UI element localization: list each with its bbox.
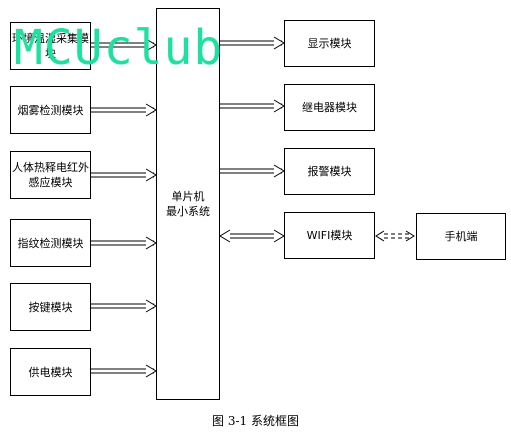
fingerprint-module: 指纹检测模块 — [10, 219, 91, 267]
arrow-mcu-to-display — [220, 36, 285, 50]
mcu-label-line2: 最小系统 — [166, 205, 210, 218]
pir-module-label-line1: 人体热释电红外 — [12, 161, 89, 174]
relay-module-label: 继电器模块 — [302, 101, 357, 114]
pir-sensor-module: 人体热释电红外 感应模块 — [10, 151, 91, 199]
keypad-module-label: 按键模块 — [28, 300, 73, 314]
wifi-module-label: WIFI模块 — [306, 229, 353, 242]
keypad-module: 按键模块 — [10, 283, 91, 331]
relay-module: 继电器模块 — [284, 84, 375, 131]
power-module-label: 供电模块 — [28, 365, 73, 379]
display-module: 显示模块 — [284, 20, 375, 67]
power-supply-module: 供电模块 — [10, 348, 91, 396]
arrow-power-to-mcu — [91, 364, 157, 378]
arrow-pir-to-mcu — [91, 168, 157, 182]
arrow-mcu-to-relay — [220, 99, 285, 113]
smoke-module-label: 烟雾检测模块 — [17, 103, 84, 117]
alarm-module: 报警模块 — [284, 148, 375, 195]
mobile-phone-terminal: 手机端 — [416, 213, 506, 260]
arrow-keys-to-mcu — [91, 299, 157, 313]
arrow-fingerprint-to-mcu — [91, 236, 157, 250]
env-module-label-line2: 块 — [45, 47, 56, 60]
figure-caption: 图 3-1 系统框图 — [212, 414, 299, 428]
arrow-env-to-mcu — [91, 38, 157, 52]
mcu-label-line1: 单片机 — [171, 190, 205, 203]
env-module-label-line1: 环境温湿采集模 — [12, 32, 89, 45]
env-temp-humidity-module: 环境温湿采集模 块 — [10, 22, 91, 70]
mcu-minimum-system: 单片机 最小系统 — [156, 8, 220, 400]
display-module-label: 显示模块 — [307, 37, 352, 50]
fingerprint-module-label: 指纹检测模块 — [17, 236, 84, 250]
wifi-module: WIFI模块 — [284, 212, 375, 259]
pir-module-label-line2: 感应模块 — [28, 176, 73, 189]
arrow-wifi-phone-dashed — [375, 230, 415, 242]
arrow-mcu-wifi-bidirectional — [219, 229, 285, 243]
arrow-smoke-to-mcu — [91, 103, 157, 117]
arrow-mcu-to-alarm — [220, 164, 285, 178]
phone-label: 手机端 — [444, 230, 478, 243]
alarm-module-label: 报警模块 — [307, 165, 352, 178]
output-arrows — [219, 36, 285, 243]
input-arrows — [91, 38, 157, 378]
smoke-detection-module: 烟雾检测模块 — [10, 86, 91, 134]
